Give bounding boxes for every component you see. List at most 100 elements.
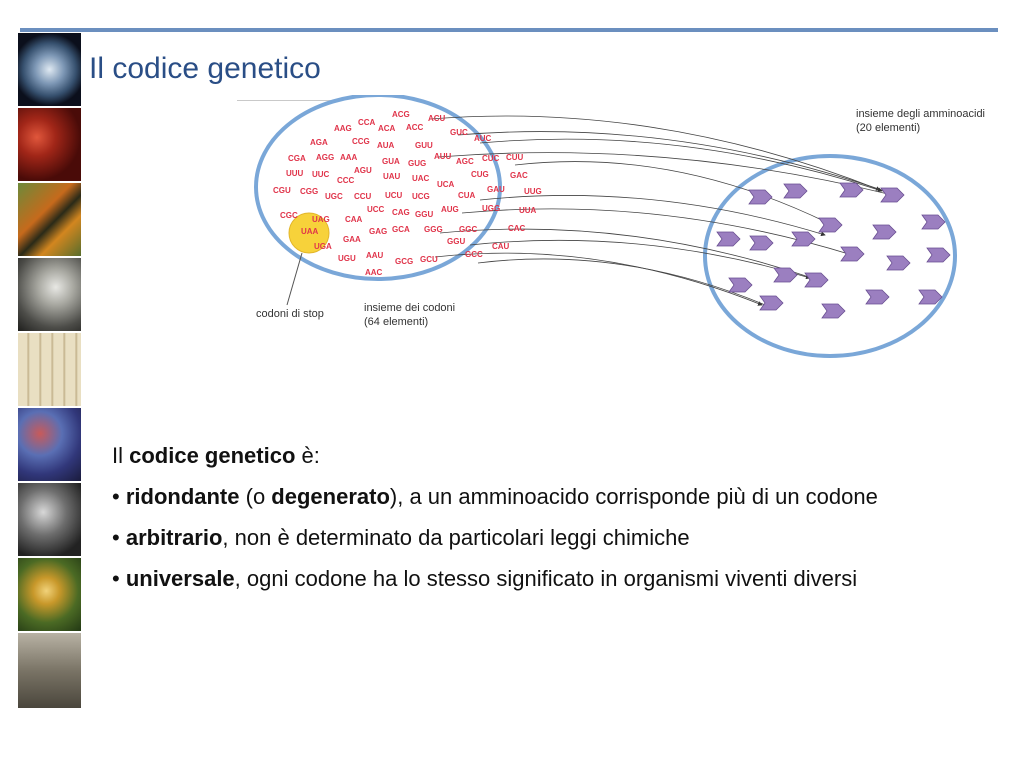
amino-acid-shape xyxy=(839,182,864,198)
codon-label: AUU xyxy=(434,152,452,161)
codon-label: UUC xyxy=(312,170,330,179)
codon-labels: ACG ACU CCA AAG ACA ACC GUC AGA CCG AUA GUU AUC CGA A… xyxy=(273,110,542,277)
codon-label: UUA xyxy=(519,206,537,215)
codon-label: UUU xyxy=(286,169,304,178)
amino-acid-shape xyxy=(865,289,890,305)
amino-acid-shape xyxy=(783,183,808,199)
intro-text: Il xyxy=(112,443,130,468)
codon-label: UAU xyxy=(383,172,401,181)
earth-photo xyxy=(18,33,81,106)
term-universale: universale xyxy=(125,566,235,591)
codon-label: UCU xyxy=(385,191,403,200)
codon-label: CUC xyxy=(482,154,500,163)
amino-acid-shape xyxy=(918,289,943,305)
bullet-text: (o xyxy=(239,484,272,509)
historic-photo xyxy=(18,633,81,708)
mapping-arrow xyxy=(429,115,881,191)
codon-set-label-line1: insieme dei codoni xyxy=(364,302,455,314)
codon-label: ACU xyxy=(428,114,446,123)
codon-label: GCA xyxy=(392,225,410,234)
amino-acid-shape xyxy=(818,217,843,233)
codon-label: AAG xyxy=(334,124,352,133)
codon-label: AUA xyxy=(377,141,395,150)
intro-paragraph: Il codice genetico è: xyxy=(112,442,992,470)
codon-label: GUC xyxy=(450,128,468,137)
stop-codons-highlight xyxy=(288,212,330,254)
amino-set-ellipse xyxy=(703,154,957,358)
bullet-text: ), a un amminoacido corrisponde più di u… xyxy=(389,484,878,509)
codon-label: AGU xyxy=(354,166,372,175)
amino-acid-shape xyxy=(773,267,798,283)
codon-label: CUU xyxy=(506,153,524,162)
bullet-marker: • xyxy=(112,484,126,509)
butterfly-photo xyxy=(18,183,81,256)
codon-label: GGG xyxy=(424,225,443,234)
codon-label: CGA xyxy=(288,154,306,163)
codon-label: AAA xyxy=(340,153,358,162)
title-top-rule xyxy=(20,28,998,32)
codon-label: CGU xyxy=(273,186,291,195)
codon-label: UGU xyxy=(338,254,356,263)
codon-label: AUG xyxy=(441,205,459,214)
bullet-arbitrario: • arbitrario, non è determinato da parti… xyxy=(112,524,992,552)
codon-label: AGA xyxy=(310,138,328,147)
codon-label: GCC xyxy=(465,250,483,259)
stop-codons-label: codoni di stop xyxy=(256,308,324,320)
codon-label: UAC xyxy=(412,174,430,183)
codon-label: UGC xyxy=(325,192,343,201)
bullet-marker: • xyxy=(112,525,126,550)
codon-label: UCG xyxy=(412,192,430,201)
term-ridondante: ridondante xyxy=(125,484,240,509)
codon-label: GCG xyxy=(395,257,413,266)
codon-label: CCC xyxy=(337,176,355,185)
codon-label: CCG xyxy=(352,137,370,146)
codon-label: GUA xyxy=(382,157,400,166)
title-underline xyxy=(237,100,417,101)
bullet-universale: • universale, ogni codone ha lo stesso s… xyxy=(112,565,992,593)
flowers-photo xyxy=(18,558,81,631)
amino-set-label-line2: (20 elementi) xyxy=(856,122,920,134)
codon-label: CGC xyxy=(280,211,298,220)
codon-label: CAU xyxy=(492,242,510,251)
amino-acid-shape xyxy=(716,231,741,247)
codon-label: GGU xyxy=(415,210,433,219)
stop-label-leader xyxy=(286,252,303,306)
codon-label: AUC xyxy=(474,134,492,143)
codon-label: UCA xyxy=(437,180,455,189)
amino-acid-shape xyxy=(821,303,846,319)
codon-label: UGA xyxy=(314,242,332,251)
codon-label: GAU xyxy=(487,185,505,194)
amino-acid-shape xyxy=(872,224,897,240)
mapping-arrow xyxy=(479,138,883,193)
codon-label: CAC xyxy=(508,224,526,233)
codon-label: GGC xyxy=(459,225,477,234)
codon-label: CAA xyxy=(345,215,363,224)
codon-label: ACG xyxy=(392,110,410,119)
codon-set-label-line2: (64 elementi) xyxy=(364,316,428,328)
codon-label: GGU xyxy=(447,237,465,246)
amino-acid-shapes xyxy=(716,182,951,319)
bullet-text: , ogni codone ha lo stesso significato i… xyxy=(234,566,858,591)
codon-label: AAU xyxy=(366,251,384,260)
codon-label: UGG xyxy=(482,204,500,213)
codon-label: CGG xyxy=(300,187,318,196)
amino-acid-shape xyxy=(749,235,774,251)
codon-label: ACC xyxy=(406,123,424,132)
mapping-arrow xyxy=(469,239,811,280)
amino-acid-shape xyxy=(840,246,865,262)
codon-label: CUG xyxy=(471,170,489,179)
codon-label: GCU xyxy=(420,255,438,264)
codon-label: GAA xyxy=(343,235,361,244)
codon-label: CAG xyxy=(392,208,410,217)
amino-acid-shape xyxy=(926,247,951,263)
mapping-arrow xyxy=(479,195,826,237)
codon-label: CCA xyxy=(358,118,376,127)
codon-label: CCU xyxy=(354,192,372,201)
bullet-text: , non è determinato da particolari leggi… xyxy=(222,525,690,550)
codon-label: GUU xyxy=(415,141,433,150)
slide-title: Il codice genetico xyxy=(89,52,321,85)
codon-label: GUG xyxy=(408,159,426,168)
amino-set-label-line1: insieme degli amminoacidi xyxy=(856,108,985,120)
codon-label: UAA xyxy=(301,227,319,236)
codon-label: ACA xyxy=(378,124,396,133)
